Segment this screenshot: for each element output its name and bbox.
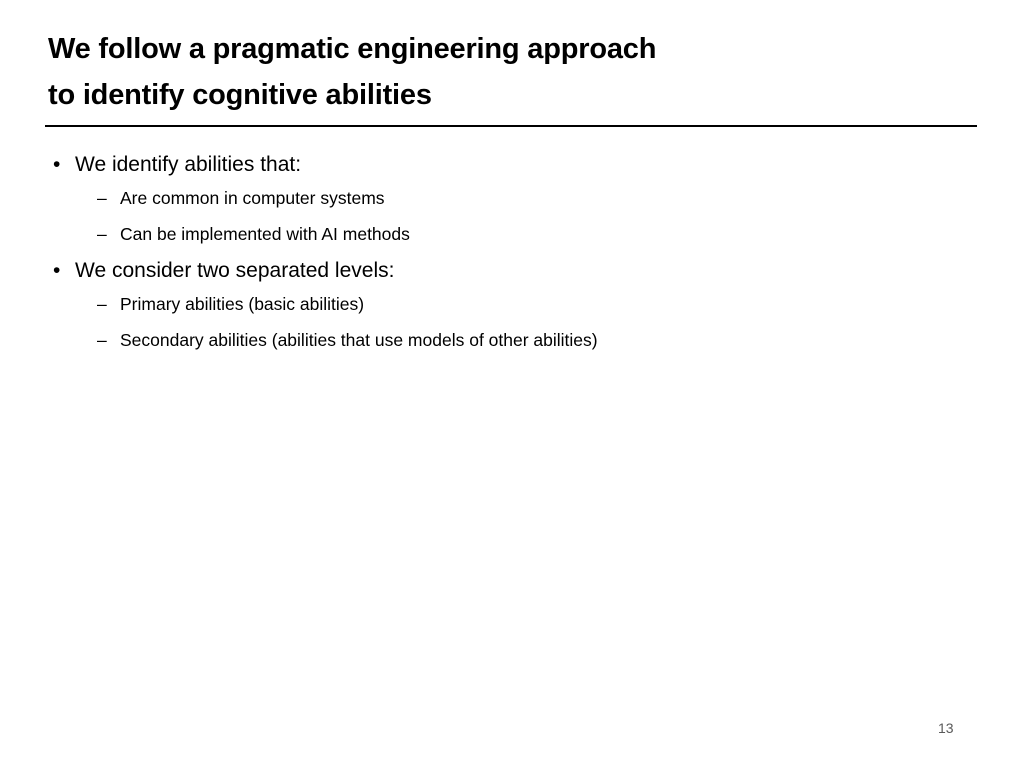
sub-bullet-text: Are common in computer systems [120, 188, 385, 208]
bullet-marker: • [53, 153, 61, 176]
sub-bullet-item: – Can be implemented with AI methods [53, 222, 953, 246]
dash-marker: – [97, 224, 107, 244]
bullet-item: • We identify abilities that: [53, 150, 953, 180]
dash-marker: – [97, 330, 107, 350]
title-divider [45, 125, 977, 127]
bullet-group-2: • We consider two separated levels: – Pr… [53, 256, 953, 352]
sub-bullet-item: – Secondary abilities (abilities that us… [53, 328, 953, 352]
dash-marker: – [97, 294, 107, 314]
slide-body: • We identify abilities that: – Are comm… [53, 150, 953, 364]
sub-bullet-item: – Primary abilities (basic abilities) [53, 292, 953, 316]
dash-marker: – [97, 188, 107, 208]
bullet-text: We consider two separated levels: [75, 259, 395, 282]
slide-title-line-1: We follow a pragmatic engineering approa… [48, 33, 657, 65]
slide-title-line-2: to identify cognitive abilities [48, 79, 432, 111]
bullet-item: • We consider two separated levels: [53, 256, 953, 286]
bullet-group-1: • We identify abilities that: – Are comm… [53, 150, 953, 246]
page-number: 13 [938, 720, 954, 736]
sub-bullet-text: Primary abilities (basic abilities) [120, 294, 365, 314]
sub-bullet-text: Can be implemented with AI methods [120, 224, 410, 244]
bullet-marker: • [53, 259, 61, 282]
bullet-text: We identify abilities that: [75, 153, 302, 176]
sub-bullet-text: Secondary abilities (abilities that use … [120, 330, 598, 350]
sub-bullet-item: – Are common in computer systems [53, 186, 953, 210]
slide-title: We follow a pragmatic engineering approa… [48, 26, 948, 118]
